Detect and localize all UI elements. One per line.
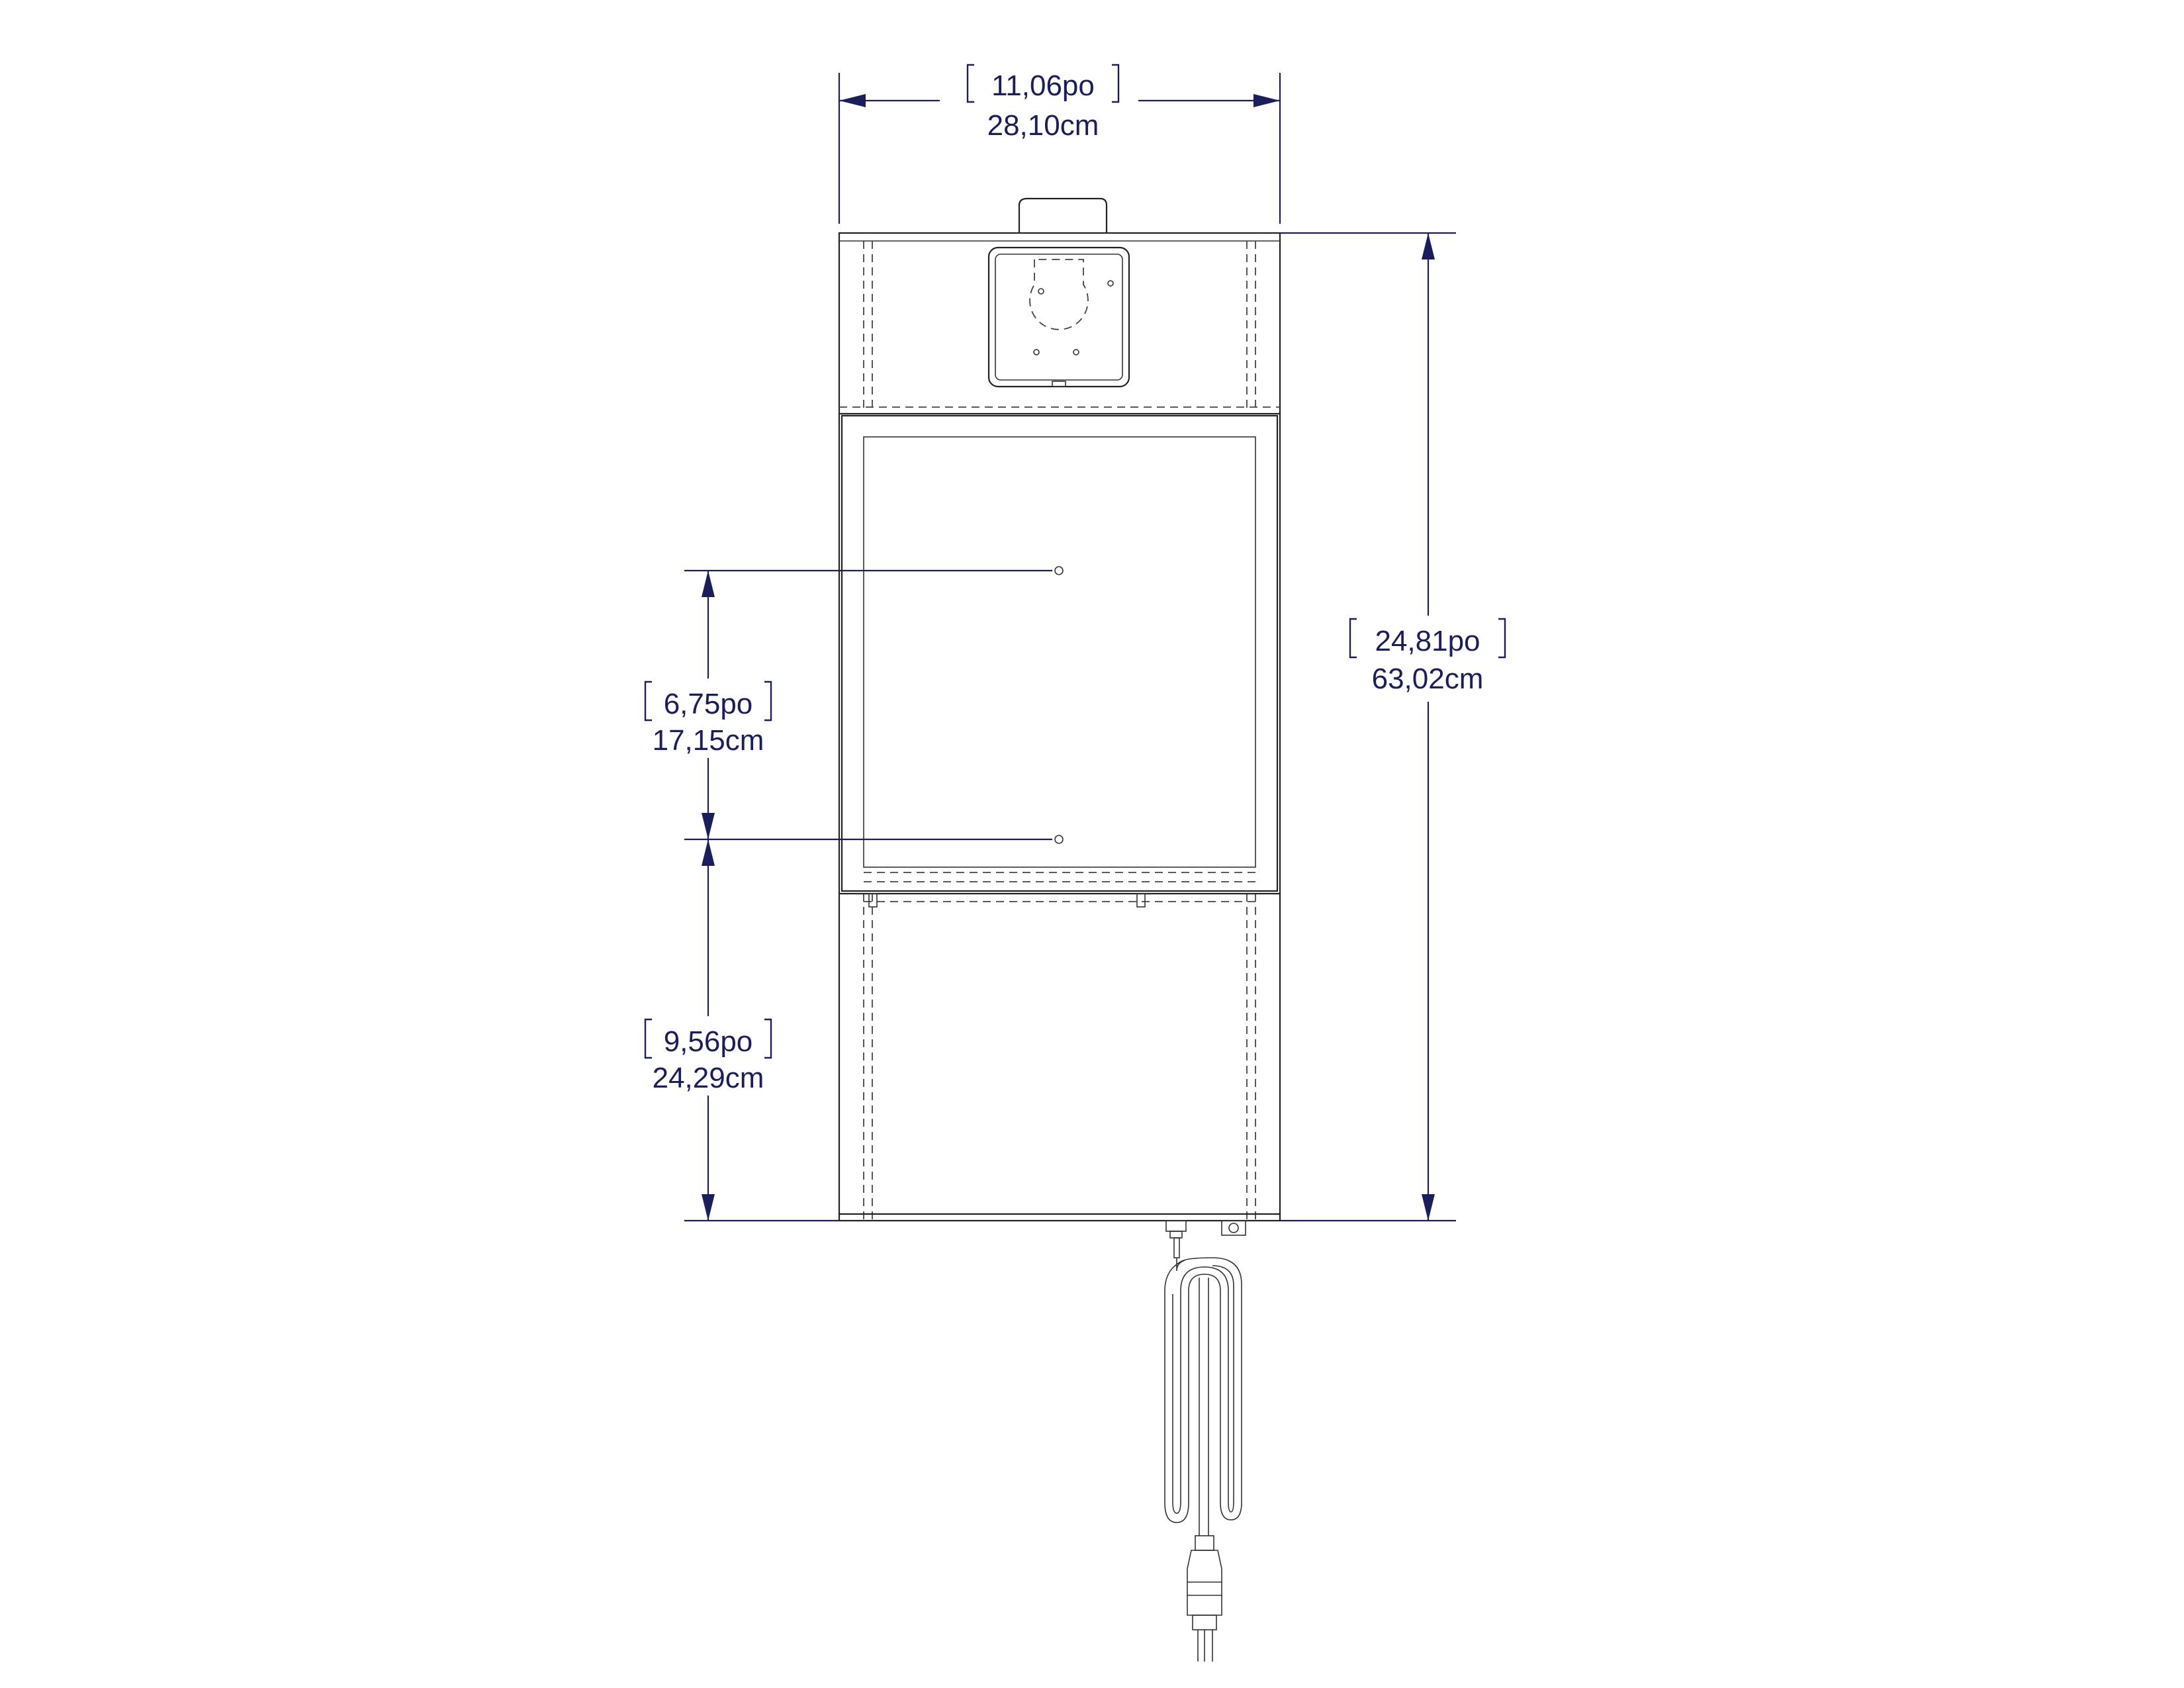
mount-height-dimension: 9,56po 24,29cm	[644, 839, 839, 1222]
height-dimension: 24,81po 63,02cm	[1280, 232, 1506, 1222]
outer-casing	[838, 232, 1281, 1222]
mount-height-imperial: 9,56po	[664, 1025, 753, 1058]
front-panel	[841, 414, 1279, 892]
unit-body	[838, 197, 1281, 1222]
width-metric: 28,10cm	[987, 109, 1099, 142]
width-dimension: 11,06po 28,10cm	[838, 64, 1281, 224]
width-imperial: 11,06po	[991, 70, 1095, 102]
upper-mount-hole	[1054, 566, 1064, 575]
height-metric: 63,02cm	[1372, 663, 1484, 695]
power-cord	[1164, 1220, 1246, 1662]
plug	[1187, 1535, 1222, 1662]
height-imperial: 24,81po	[1375, 625, 1480, 657]
mount-spacing-imperial: 6,75po	[664, 688, 753, 720]
mount-spacing-metric: 17,15cm	[653, 724, 764, 757]
lower-mount-hole	[1054, 835, 1064, 844]
control-box	[987, 246, 1130, 388]
top-vent-cap	[1018, 197, 1108, 233]
mount-height-metric: 24,29cm	[653, 1062, 764, 1094]
mount-spacing-dimension: 6,75po 17,15cm	[644, 569, 1052, 841]
